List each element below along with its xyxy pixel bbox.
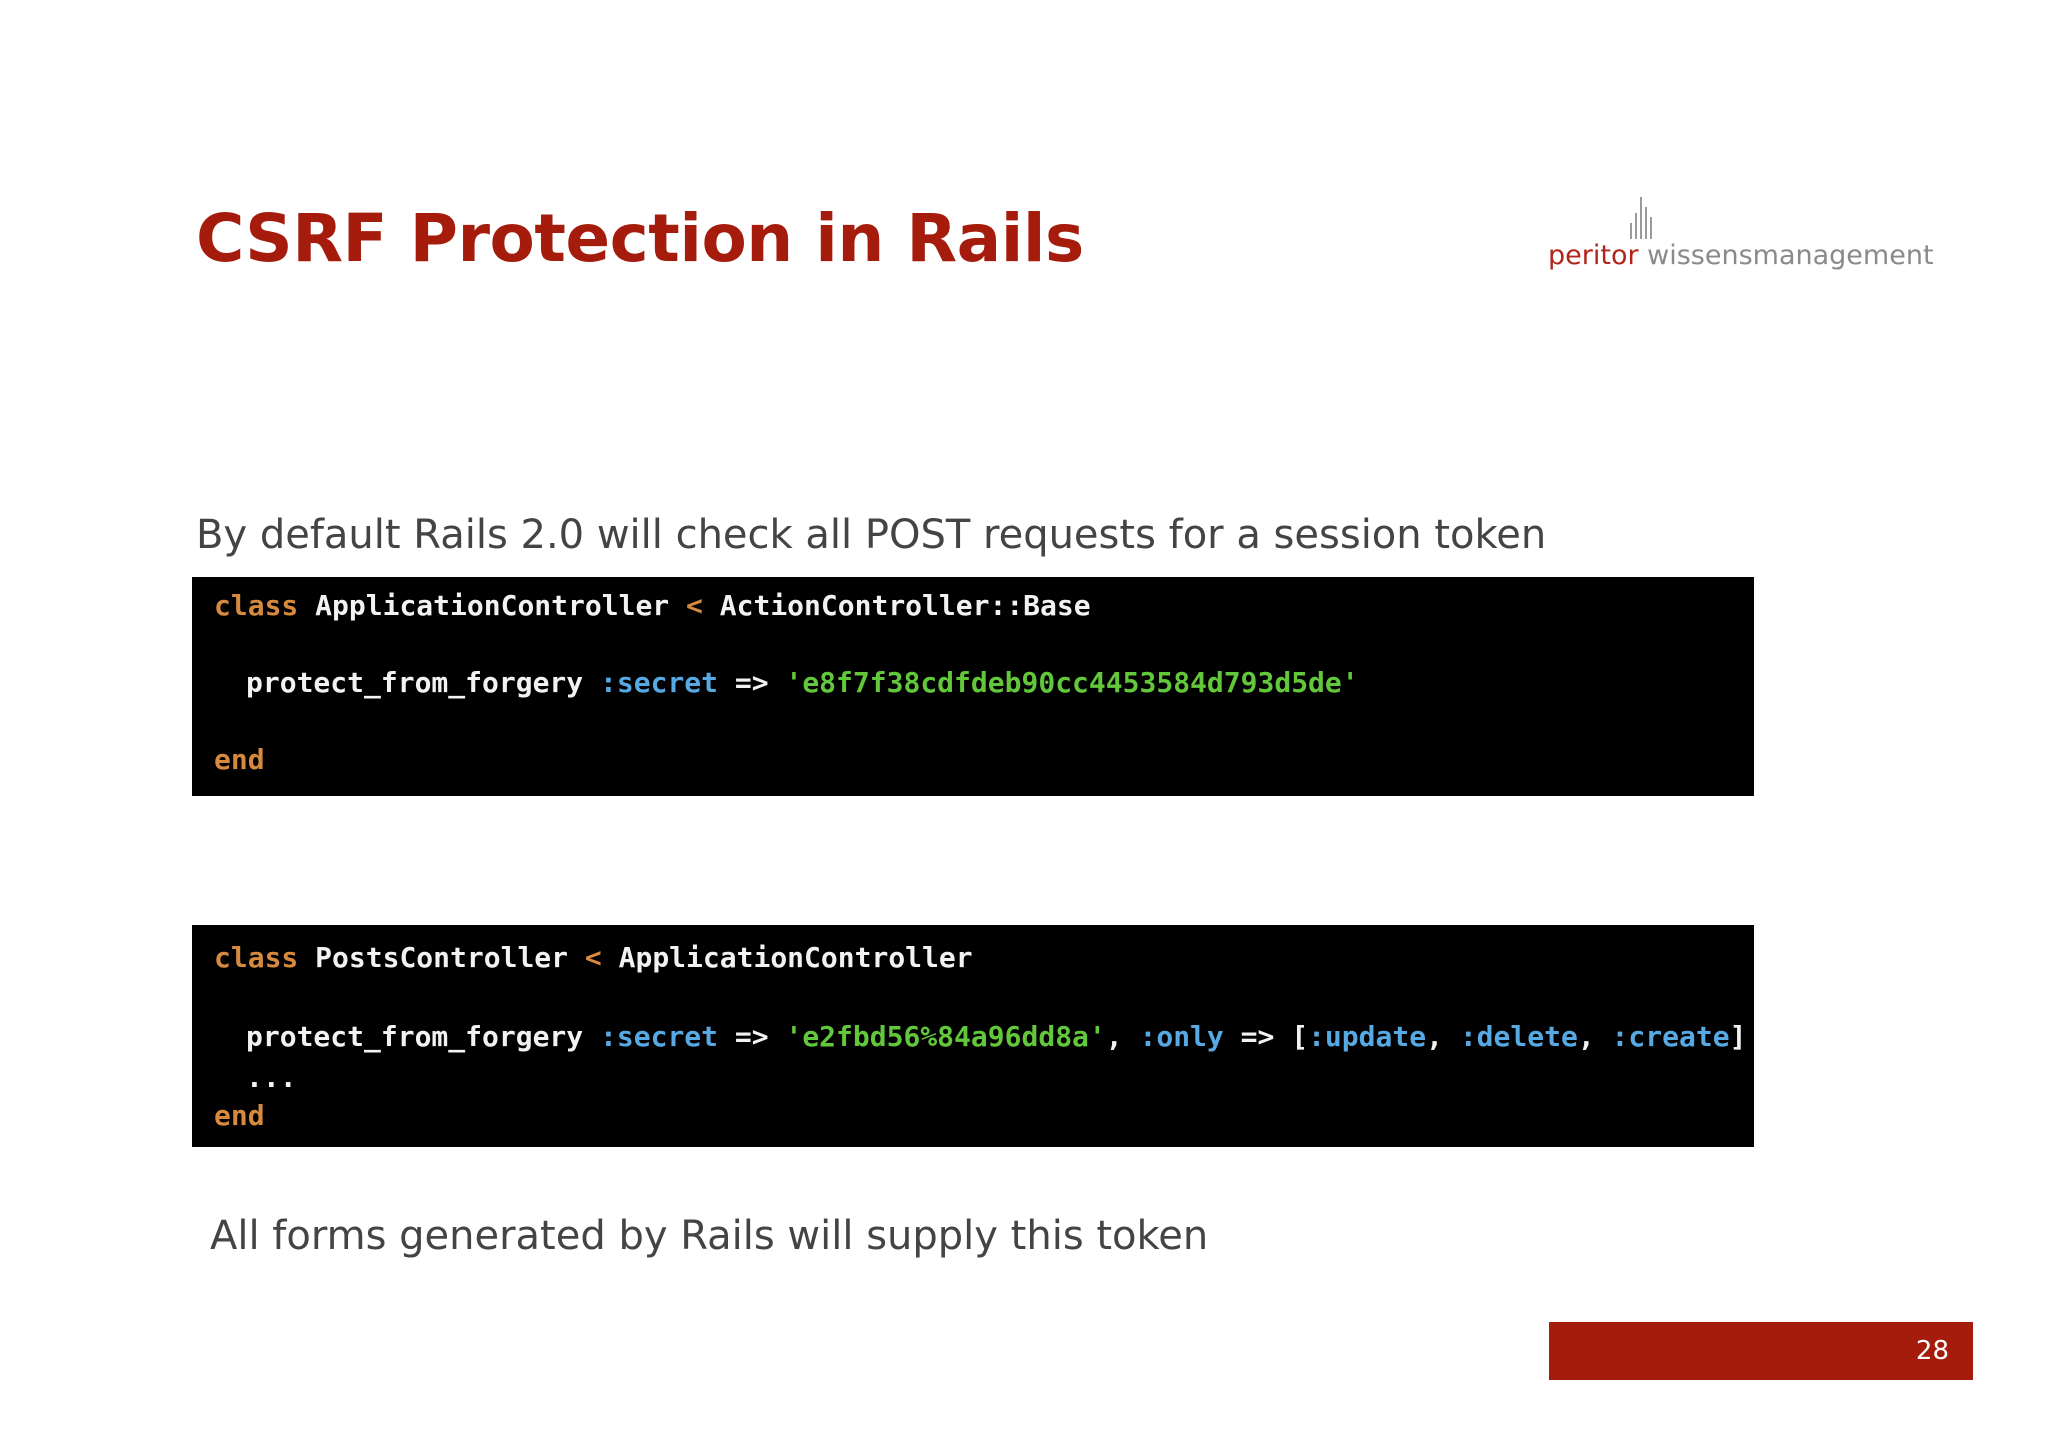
code-line: class PostsController < ApplicationContr… bbox=[214, 941, 973, 974]
code-symbol: :delete bbox=[1459, 1020, 1578, 1053]
code-ellipsis: ... bbox=[246, 1061, 297, 1094]
code-method: protect_from_forgery bbox=[246, 666, 584, 699]
code-symbol: :update bbox=[1308, 1020, 1427, 1053]
logo-suffix: wissensmanagement bbox=[1647, 240, 1934, 271]
code-comma: , bbox=[1105, 1020, 1123, 1053]
code-symbol: :secret bbox=[600, 666, 719, 699]
slide-title: CSRF Protection in Rails bbox=[196, 200, 1084, 277]
outro-text: All forms generated by Rails will supply… bbox=[210, 1213, 1209, 1259]
code-string: 'e2fbd56%84a96dd8a' bbox=[785, 1020, 1106, 1053]
code-parent-class: ActionController::Base bbox=[719, 589, 1091, 622]
code-comma: , bbox=[1577, 1020, 1595, 1053]
code-line: ... bbox=[246, 1061, 297, 1094]
intro-text: By default Rails 2.0 will check all POST… bbox=[196, 512, 1547, 558]
code-bracket: ] bbox=[1729, 1020, 1747, 1053]
code-bracket: [ bbox=[1291, 1020, 1309, 1053]
code-line: end bbox=[214, 1099, 265, 1132]
code-symbol: :only bbox=[1139, 1020, 1224, 1053]
code-string: 'e8f7f38cdfdeb90cc4453584d793d5de' bbox=[785, 666, 1359, 699]
company-logo: peritor wissensmanagement bbox=[1548, 195, 1934, 277]
page-number: 28 bbox=[1915, 1336, 1949, 1366]
code-line: end bbox=[214, 743, 265, 776]
code-block-posts-controller: class PostsController < ApplicationContr… bbox=[192, 925, 1754, 1147]
code-keyword: end bbox=[214, 743, 265, 776]
footer-bar: 28 bbox=[1549, 1322, 1973, 1380]
code-line: class ApplicationController < ActionCont… bbox=[214, 589, 1091, 622]
code-operator: < bbox=[584, 941, 602, 974]
code-class-name: PostsController bbox=[315, 941, 569, 974]
code-symbol: :create bbox=[1611, 1020, 1730, 1053]
code-parent-class: ApplicationController bbox=[618, 941, 973, 974]
code-keyword: end bbox=[214, 1099, 265, 1132]
code-symbol: :secret bbox=[600, 1020, 719, 1053]
logo-brand: peritor bbox=[1548, 240, 1639, 271]
code-comma: , bbox=[1426, 1020, 1443, 1053]
code-method: protect_from_forgery bbox=[246, 1020, 584, 1053]
bars-icon bbox=[1630, 197, 1652, 239]
code-line: protect_from_forgery :secret => 'e8f7f38… bbox=[246, 666, 1359, 699]
code-arrow: => bbox=[734, 666, 769, 699]
code-arrow: => bbox=[1240, 1020, 1275, 1053]
code-keyword: class bbox=[214, 941, 299, 974]
code-line: protect_from_forgery :secret => 'e2fbd56… bbox=[246, 1020, 1746, 1053]
code-keyword: class bbox=[214, 589, 299, 622]
code-operator: < bbox=[686, 589, 703, 622]
code-class-name: ApplicationController bbox=[315, 589, 670, 622]
code-arrow: => bbox=[734, 1020, 769, 1053]
code-block-application-controller: class ApplicationController < ActionCont… bbox=[192, 577, 1754, 796]
logo-text: peritor wissensmanagement bbox=[1548, 240, 1934, 271]
